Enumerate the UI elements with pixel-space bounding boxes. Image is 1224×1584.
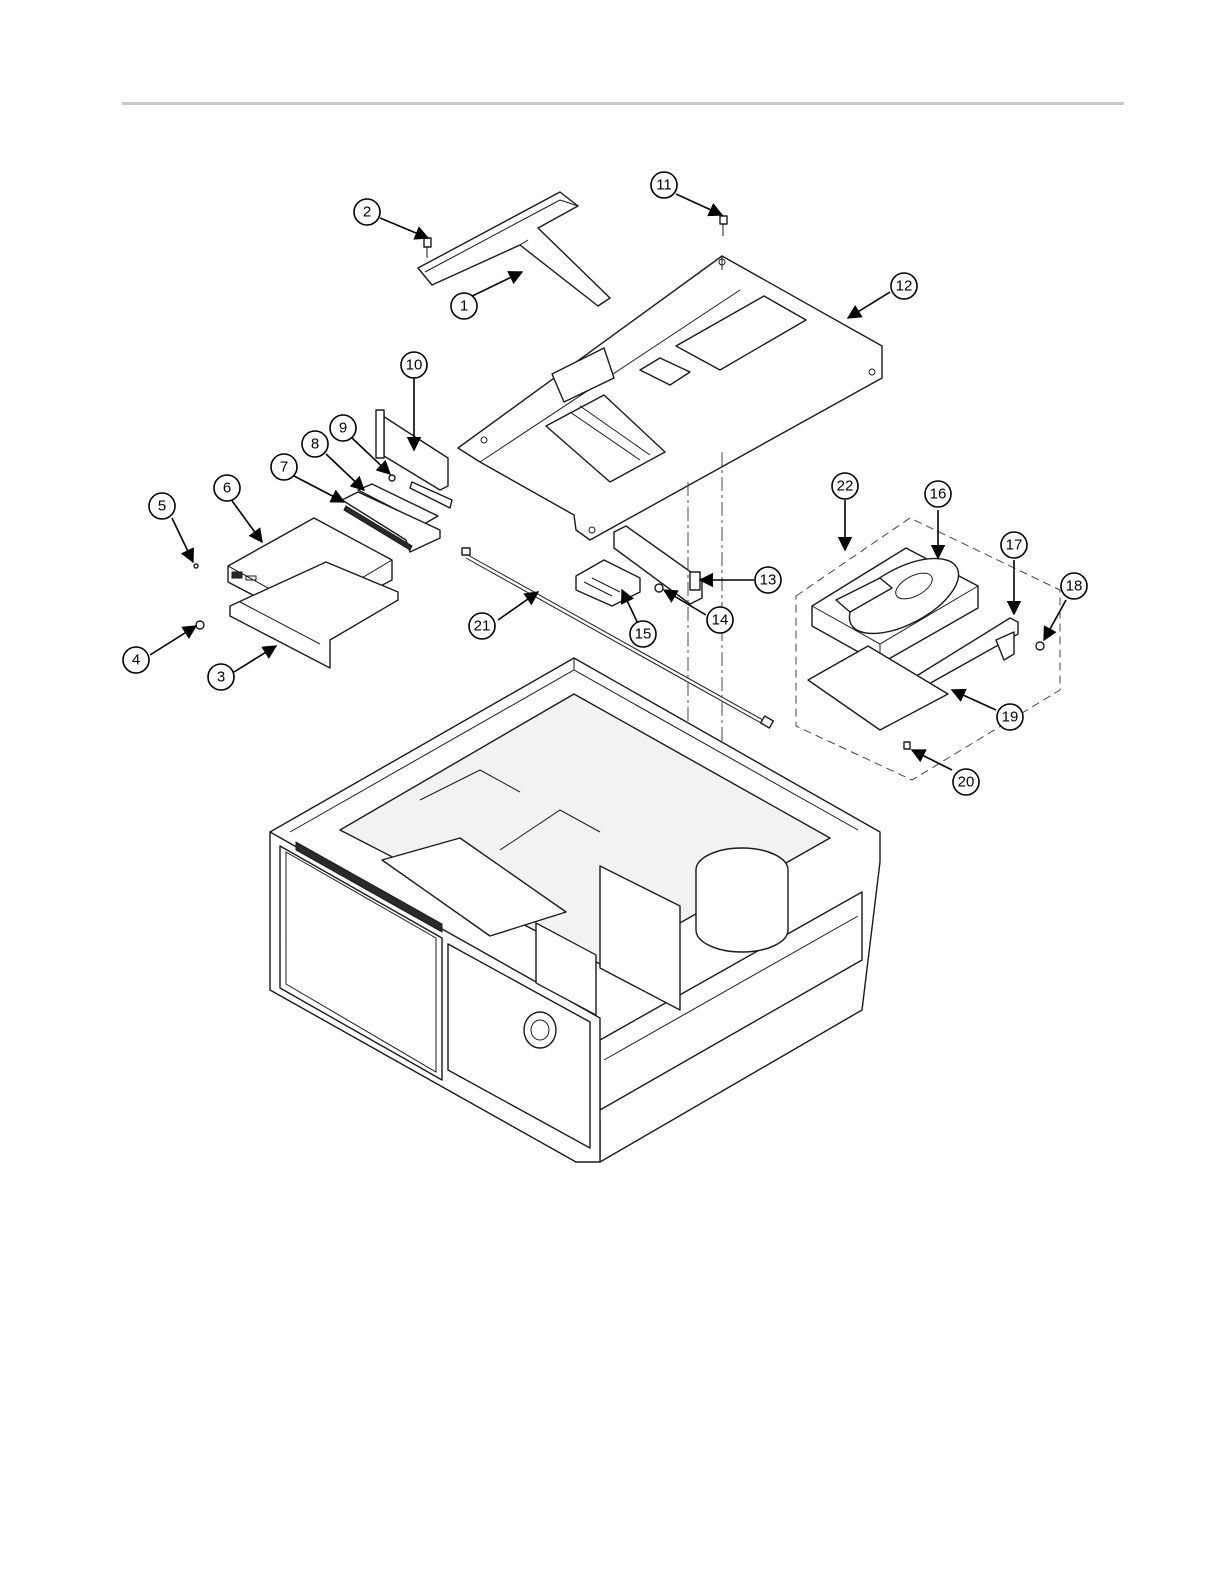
svg-text:8: 8: [311, 436, 319, 453]
screw-part-14: [655, 584, 663, 592]
screw-part-18: [1036, 642, 1044, 650]
callout-3: 3: [208, 664, 234, 690]
callout-10: 10: [401, 352, 427, 378]
svg-text:14: 14: [712, 612, 729, 629]
screw-part-5: [194, 564, 198, 568]
callout-8: 8: [302, 431, 328, 457]
svg-text:7: 7: [280, 459, 288, 476]
svg-text:15: 15: [635, 626, 652, 643]
svg-text:21: 21: [474, 618, 491, 635]
screw-part-20: [904, 742, 910, 749]
svg-text:2: 2: [363, 204, 371, 221]
svg-text:3: 3: [217, 669, 225, 686]
svg-text:11: 11: [656, 177, 672, 194]
screw-part-2: [424, 238, 431, 258]
svg-text:4: 4: [132, 652, 140, 669]
callout-19: 19: [997, 704, 1023, 730]
callout-16: 16: [925, 481, 951, 507]
hard-drive-part-16: [812, 543, 978, 664]
svg-text:22: 22: [837, 478, 854, 495]
plate-part-19: [808, 646, 948, 730]
callout-4: 4: [123, 647, 149, 673]
svg-text:20: 20: [958, 774, 975, 791]
callout-15: 15: [630, 621, 656, 647]
callout-21: 21: [469, 613, 495, 639]
cover-plate-part-12: [458, 256, 882, 540]
callout-5: 5: [149, 493, 175, 519]
callout-14: 14: [707, 607, 733, 633]
callout-2: 2: [354, 199, 380, 225]
svg-text:9: 9: [339, 420, 347, 437]
callout-20: 20: [953, 769, 979, 795]
instrument-chassis: [270, 658, 880, 1162]
connector-part-15: [576, 560, 640, 606]
callout-9: 9: [330, 415, 356, 441]
svg-text:6: 6: [223, 480, 231, 497]
callout-12: 12: [891, 273, 917, 299]
svg-text:5: 5: [158, 498, 166, 515]
svg-text:17: 17: [1006, 537, 1023, 554]
screw-part-11: [720, 216, 727, 236]
callout-18: 18: [1061, 573, 1087, 599]
callout-22: 22: [832, 473, 858, 499]
svg-text:13: 13: [760, 572, 777, 589]
callout-13: 13: [755, 567, 781, 593]
callout-1: 1: [451, 293, 477, 319]
svg-text:1: 1: [460, 298, 468, 315]
callout-11: 11: [651, 172, 677, 198]
svg-text:18: 18: [1066, 578, 1083, 595]
bracket-part-1: [418, 192, 610, 306]
callout-6: 6: [214, 475, 240, 501]
screw-part-9: [389, 475, 395, 481]
assembly-outline-part-22: [796, 518, 1060, 780]
callout-17: 17: [1001, 532, 1027, 558]
svg-text:16: 16: [930, 486, 947, 503]
callout-7: 7: [271, 454, 297, 480]
svg-text:12: 12: [896, 278, 913, 295]
svg-text:19: 19: [1002, 709, 1019, 726]
svg-text:10: 10: [406, 357, 423, 374]
screw-part-4: [196, 621, 204, 629]
